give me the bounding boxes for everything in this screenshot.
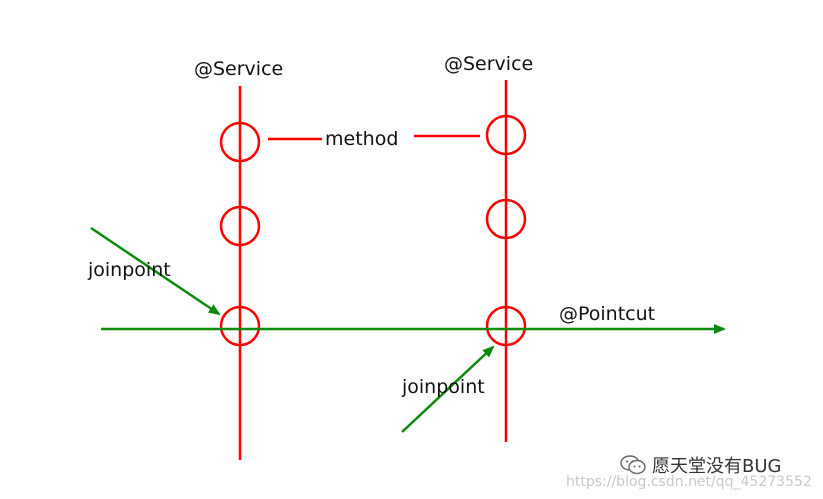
watermark: 愿天堂没有BUG <box>620 452 781 478</box>
joinpoint-arrow-upper <box>90 226 221 316</box>
method-label: method <box>325 128 398 150</box>
wechat-icon <box>620 455 646 475</box>
pointcut-label: @Pointcut <box>559 303 655 325</box>
service-label-left: @Service <box>194 58 283 80</box>
method-circle-left-3 <box>219 305 261 347</box>
watermark-url: https://blog.csdn.net/qq_45273552 <box>566 474 812 490</box>
method-circle-right-3 <box>485 305 527 347</box>
watermark-title: 愿天堂没有BUG <box>652 456 782 477</box>
method-circle-left-2 <box>219 205 261 247</box>
joinpoint-label-lower: joinpoint <box>401 376 485 398</box>
method-circle-left-1 <box>219 121 261 163</box>
joinpoint-label-upper: joinpoint <box>87 259 171 281</box>
method-circle-right-2 <box>485 198 527 240</box>
service-label-right: @Service <box>444 53 533 75</box>
joinpoint-arrow-lower <box>401 345 495 433</box>
method-circle-right-1 <box>485 114 527 156</box>
